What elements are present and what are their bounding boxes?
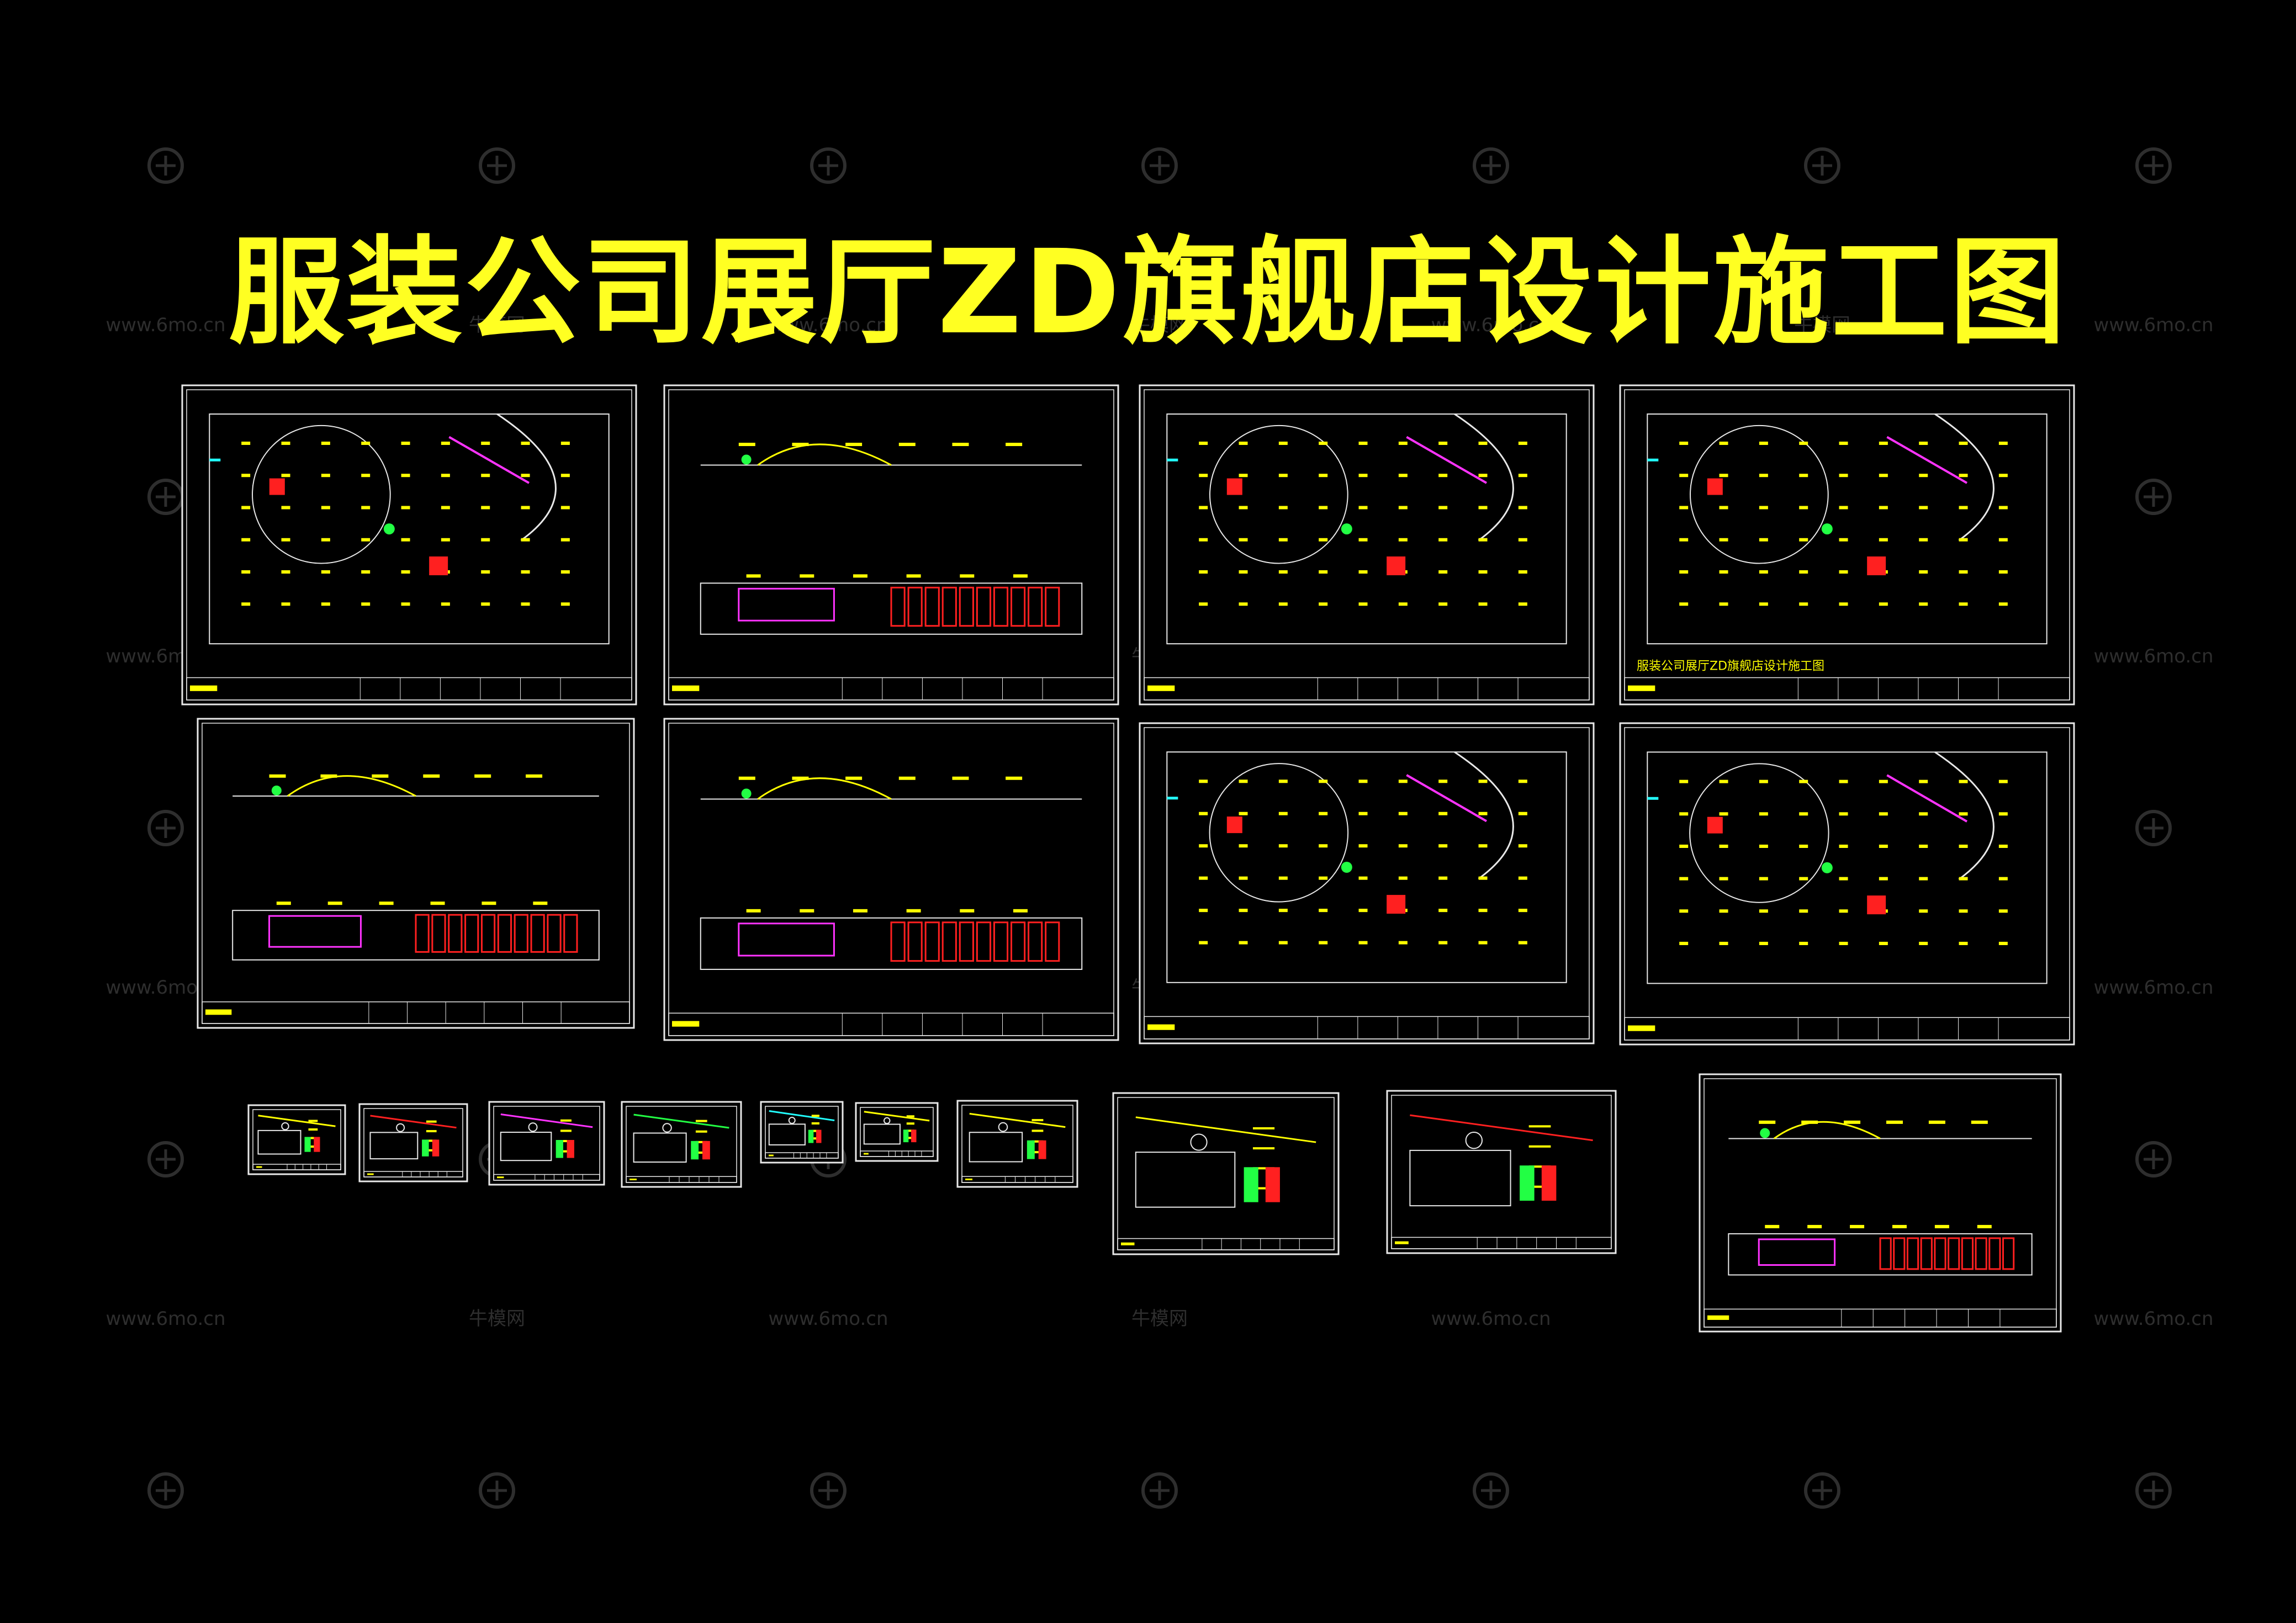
watermark-text: www.6mo.cn — [105, 1308, 225, 1330]
drawing-sheet-12 — [621, 1101, 742, 1188]
title-block — [1117, 1238, 1335, 1250]
title-block — [961, 1176, 1073, 1183]
title-block — [1624, 677, 2070, 701]
watermark-text: 牛模网 — [1131, 1308, 1188, 1330]
watermark-logo-icon — [147, 479, 184, 515]
title-block — [1704, 1308, 2057, 1328]
title-block — [252, 1164, 341, 1170]
drawing-sheet-1 — [181, 384, 637, 706]
drawing-sheet-17 — [1386, 1090, 1617, 1254]
watermark-logo-icon — [2135, 1141, 2172, 1178]
title-block — [1144, 677, 1590, 701]
watermark-text: 牛模网 — [1794, 314, 1850, 336]
watermark-logo-icon — [147, 1472, 184, 1509]
watermark-text: www.6mo.cn — [768, 1308, 888, 1330]
watermark-logo-icon — [2135, 479, 2172, 515]
drawing-sheet-8 — [1619, 722, 2075, 1046]
watermark-logo-icon — [2135, 147, 2172, 184]
drawing-sheet-16 — [1112, 1092, 1340, 1255]
drawing-sheet-5 — [197, 718, 635, 1029]
watermark-logo-icon — [1804, 147, 1840, 184]
watermark-logo-icon — [147, 810, 184, 846]
title-block — [765, 1152, 839, 1159]
title-block — [668, 677, 1114, 701]
watermark-text: www.6mo.cn — [2093, 977, 2213, 999]
title-block — [493, 1174, 600, 1181]
title-block — [186, 677, 632, 701]
watermark-text: 牛模网 — [469, 1308, 525, 1330]
watermark-logo-icon — [2135, 810, 2172, 846]
title-block — [1391, 1237, 1612, 1249]
drawing-sheets: 服装公司展厅ZD旗舰店设计施工图 — [181, 384, 2075, 1333]
watermark-logo-icon — [147, 147, 184, 184]
watermark-logo-icon — [1473, 1472, 1509, 1509]
title-block — [626, 1176, 737, 1183]
watermark-logo-icon — [147, 1141, 184, 1178]
watermark-logo-icon — [810, 147, 847, 184]
title-block — [1144, 1016, 1590, 1039]
drawing-sheet-10 — [358, 1103, 468, 1182]
watermark-logo-icon — [479, 1472, 515, 1509]
watermark-text: 牛模网 — [1131, 314, 1188, 336]
watermark-logo-icon — [810, 1472, 847, 1509]
title-block — [668, 1012, 1114, 1036]
watermark-text: www.6mo.cn — [1431, 1308, 1551, 1330]
drawing-sheet-14 — [855, 1102, 939, 1162]
title-block — [860, 1150, 934, 1157]
drawing-sheet-4: 服装公司展厅ZD旗舰店设计施工图 — [1619, 384, 2075, 706]
watermark-text: www.6mo.cn — [2093, 1308, 2213, 1330]
drawing-sheet-7 — [1139, 722, 1595, 1044]
watermark-logo-icon — [1473, 147, 1509, 184]
watermark-logo-icon — [1141, 1472, 1178, 1509]
watermark-logo-icon — [479, 147, 515, 184]
sheet-label: 服装公司展厅ZD旗舰店设计施工图 — [1637, 660, 1824, 673]
drawing-sheet-6 — [663, 718, 1119, 1041]
page-title: 服装公司展厅ZD旗舰店设计施工图 — [228, 225, 2068, 360]
drawing-sheet-9 — [247, 1104, 346, 1175]
watermark-text: www.6mo.cn — [2093, 645, 2213, 667]
watermark-logo-icon — [1141, 147, 1178, 184]
title-block — [363, 1171, 463, 1178]
watermark-text: 牛模网 — [469, 314, 525, 336]
drawing-sheet-11 — [488, 1101, 605, 1186]
drawing-sheet-13 — [760, 1101, 844, 1164]
watermark-text: www.6mo.cn — [768, 314, 888, 336]
drawing-sheet-15 — [956, 1100, 1078, 1188]
watermark-text: www.6mo.cn — [1431, 314, 1551, 336]
title-block — [202, 1001, 630, 1024]
drawing-sheet-2 — [663, 384, 1119, 706]
drawing-sheet-3 — [1139, 384, 1595, 706]
title-block — [1624, 1017, 2070, 1041]
drawing-sheet-18 — [1699, 1073, 2062, 1333]
watermark-text: www.6mo.cn — [2093, 314, 2213, 336]
watermark-logo-icon — [1804, 1472, 1840, 1509]
watermark-logo-icon — [2135, 1472, 2172, 1509]
watermark-text: www.6mo.cn — [105, 314, 225, 336]
